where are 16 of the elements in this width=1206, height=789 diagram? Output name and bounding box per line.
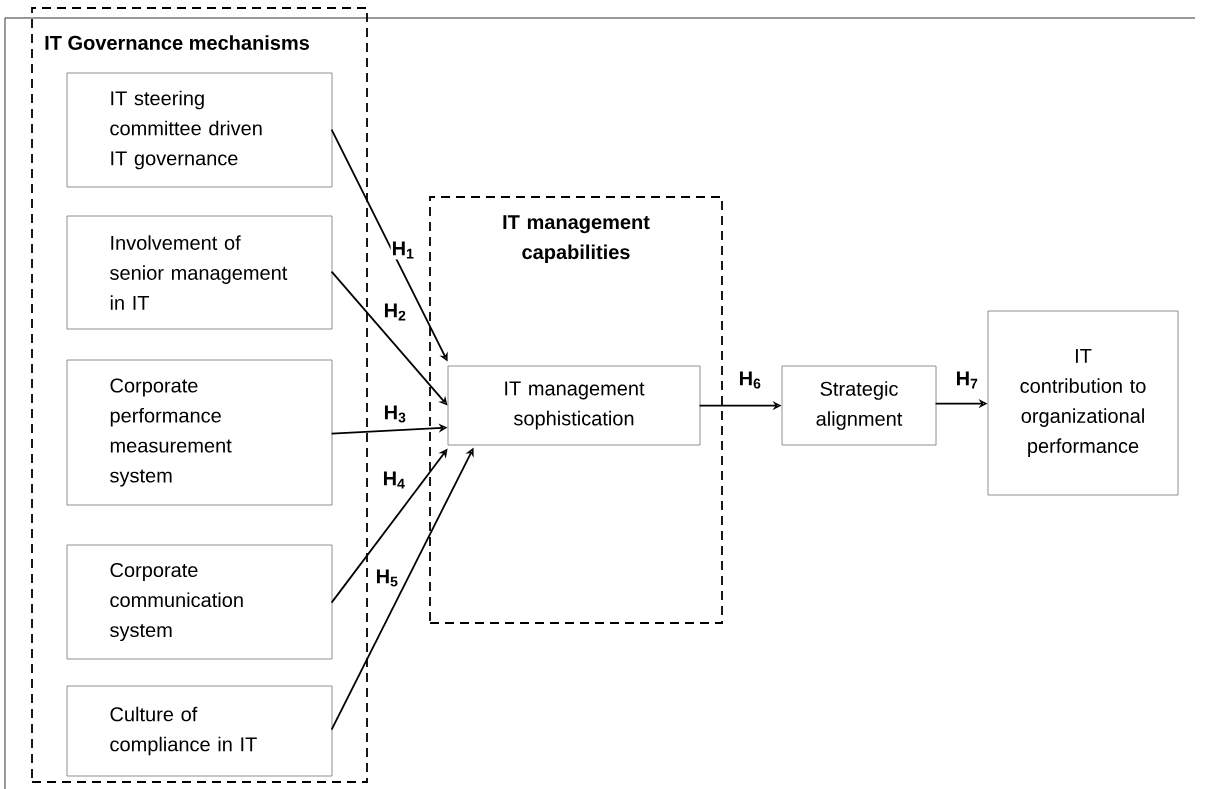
process-box: Corporate performance measurement system xyxy=(66,359,333,506)
edge-label: H$_{3}$ xyxy=(382,404,408,424)
process-box: Corporate communication system xyxy=(66,544,333,660)
process-box: IT management sophistication xyxy=(447,365,701,446)
process-box: IT steering committee driven IT governance xyxy=(66,72,333,188)
edge-label: H$_{5}$ xyxy=(374,568,400,588)
edge-label: H$_{7}$ xyxy=(954,370,980,390)
process-box: Strategic alignment xyxy=(781,365,937,446)
edge-label: H$_{2}$ xyxy=(382,302,408,322)
process-box: IT contribution to organizational performance xyxy=(987,310,1179,496)
edge-label: H$_{6}$ xyxy=(737,370,763,390)
process-box: Involvement of senior management in IT xyxy=(66,215,333,330)
arrow xyxy=(330,270,448,406)
edge-label: H$_{4}$ xyxy=(381,470,407,490)
process-box: Culture of compliance in IT xyxy=(66,685,333,777)
edge-label: H$_{1}$ xyxy=(390,240,416,260)
